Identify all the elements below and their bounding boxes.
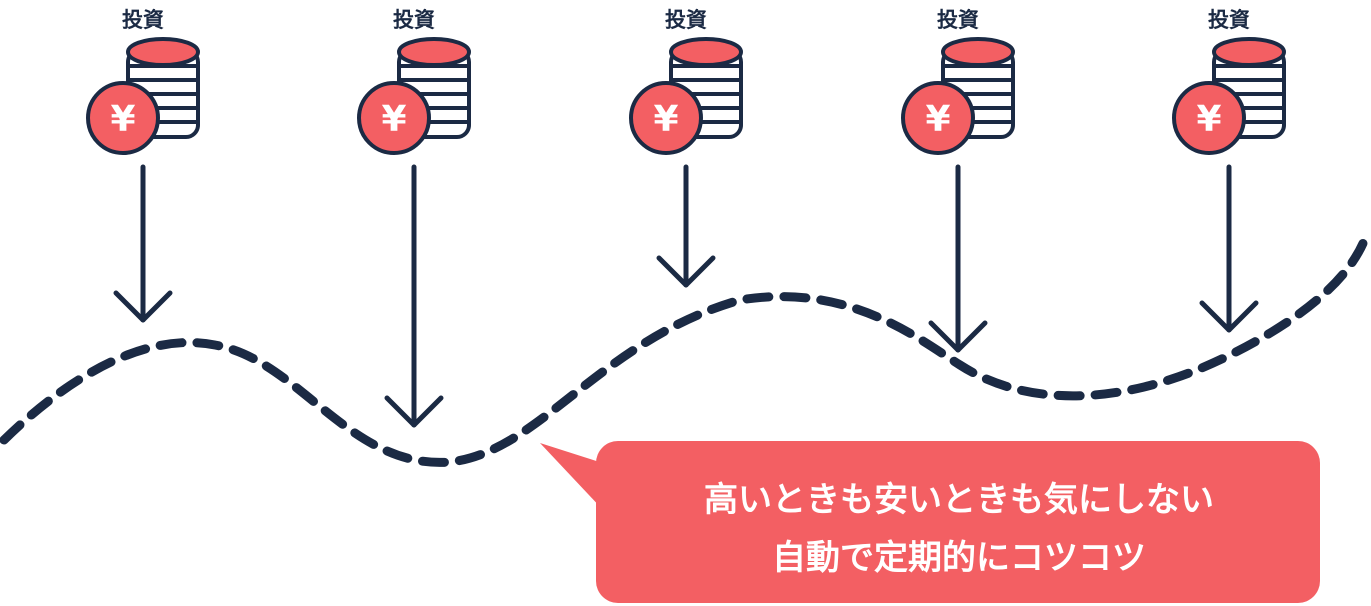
investment-column: 投資 ¥ (629, 8, 743, 288)
yen-symbol: ¥ (653, 99, 678, 140)
investment-label: 投資 (665, 8, 707, 32)
yen-symbol: ¥ (1196, 99, 1221, 140)
yen-coin-icon: ¥ (357, 81, 431, 155)
investment-label: 投資 (937, 8, 979, 32)
callout-bubble (540, 441, 1320, 603)
callout-box (596, 441, 1320, 603)
yen-symbol: ¥ (381, 99, 406, 140)
investment-label: 投資 (1208, 8, 1250, 32)
yen-coin-icon: ¥ (1172, 81, 1246, 155)
yen-coin-icon: ¥ (629, 81, 703, 155)
arrow-down-icon (384, 164, 444, 428)
yen-symbol: ¥ (110, 99, 135, 140)
investment-label: 投資 (393, 8, 435, 32)
callout-line-2: 自動で定期的にコツコツ (772, 538, 1146, 578)
yen-coin-icon: ¥ (86, 81, 160, 155)
investment-column: 投資 ¥ (901, 8, 1015, 353)
investment-label: 投資 (122, 8, 164, 32)
investment-column: 投資 ¥ (1172, 8, 1286, 333)
investment-column: 投資 ¥ (86, 8, 200, 323)
arrow-down-icon (656, 164, 716, 288)
callout-line-1: 高いときも安いときも気にしない (704, 480, 1214, 520)
arrow-down-icon (1199, 164, 1259, 333)
yen-coin-icon: ¥ (901, 81, 975, 155)
yen-symbol: ¥ (925, 99, 950, 140)
arrow-down-icon (928, 164, 988, 353)
arrow-down-icon (113, 164, 173, 323)
investment-column: 投資 ¥ (357, 8, 471, 428)
price-wave (0, 231, 1371, 467)
